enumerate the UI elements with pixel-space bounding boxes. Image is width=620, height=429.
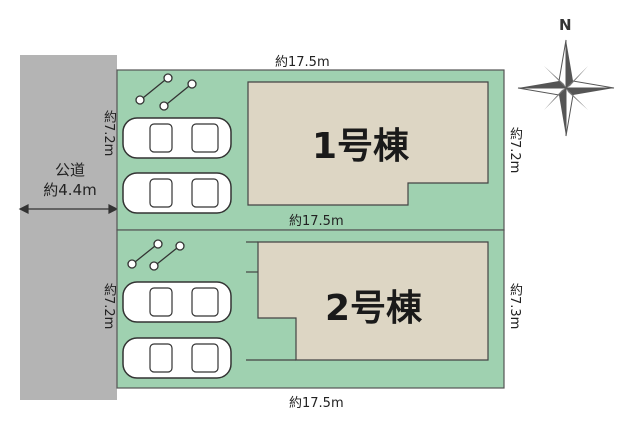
car-icon [122,337,232,379]
public-road [20,55,117,400]
compass-rose-icon [517,39,615,137]
building-1-label: 1号棟 [312,126,410,167]
lot-1-top-width: 約17.5m [275,55,330,70]
bicycle-icon [135,73,197,111]
lot-2-left-depth: 約7.2m [101,283,116,330]
road-label: 公道 約4.4m [30,160,110,200]
lot-1-left-depth: 約7.2m [101,110,116,157]
lot-2-right-depth: 約7.3m [507,283,522,330]
car-icon [122,117,232,159]
lot-1-bottom-width: 約17.5m [289,214,344,229]
compass-north-label: N [559,16,572,34]
road-width: 約4.4m [43,181,97,199]
car-icon [122,172,232,214]
lot-1-right-depth: 約7.2m [507,127,522,174]
lot-2-bottom-width: 約17.5m [289,396,344,411]
road-name: 公道 [54,161,85,179]
building-1 [247,81,489,206]
road-width-arrow [18,204,119,214]
building-2-label: 2号棟 [325,288,423,329]
bicycle-icon [127,239,185,271]
car-icon [122,281,232,323]
lot-2-fence [246,241,296,361]
